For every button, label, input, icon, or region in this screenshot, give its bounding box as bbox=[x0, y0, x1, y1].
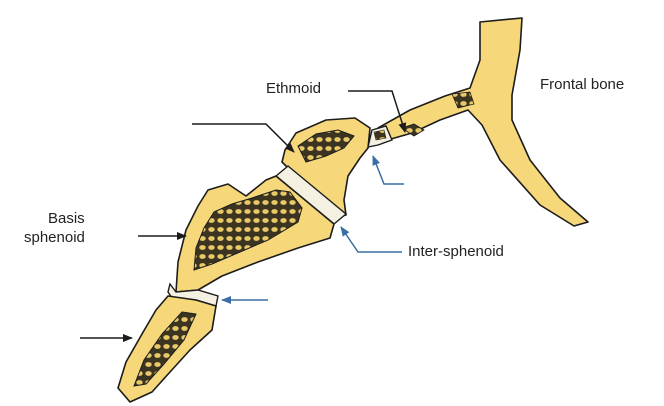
label-basis-sphenoid-line1: Basis bbox=[48, 210, 85, 228]
label-frontal-bone: Frontal bone bbox=[540, 76, 624, 94]
label-basis-sphenoid-line2: sphenoid bbox=[24, 229, 85, 247]
inter-sphenoid-pointer-arrow bbox=[341, 227, 402, 252]
ethmoid-trabecular bbox=[374, 130, 386, 140]
spheno-ethmoidal-pointer-arrow bbox=[373, 156, 404, 184]
label-ethmoid: Ethmoid bbox=[266, 80, 321, 98]
presphenoid-pointer-arrow bbox=[192, 124, 294, 152]
label-inter-sphenoid: Inter-sphenoid bbox=[408, 243, 504, 261]
frontal-bone-shape bbox=[378, 18, 588, 226]
